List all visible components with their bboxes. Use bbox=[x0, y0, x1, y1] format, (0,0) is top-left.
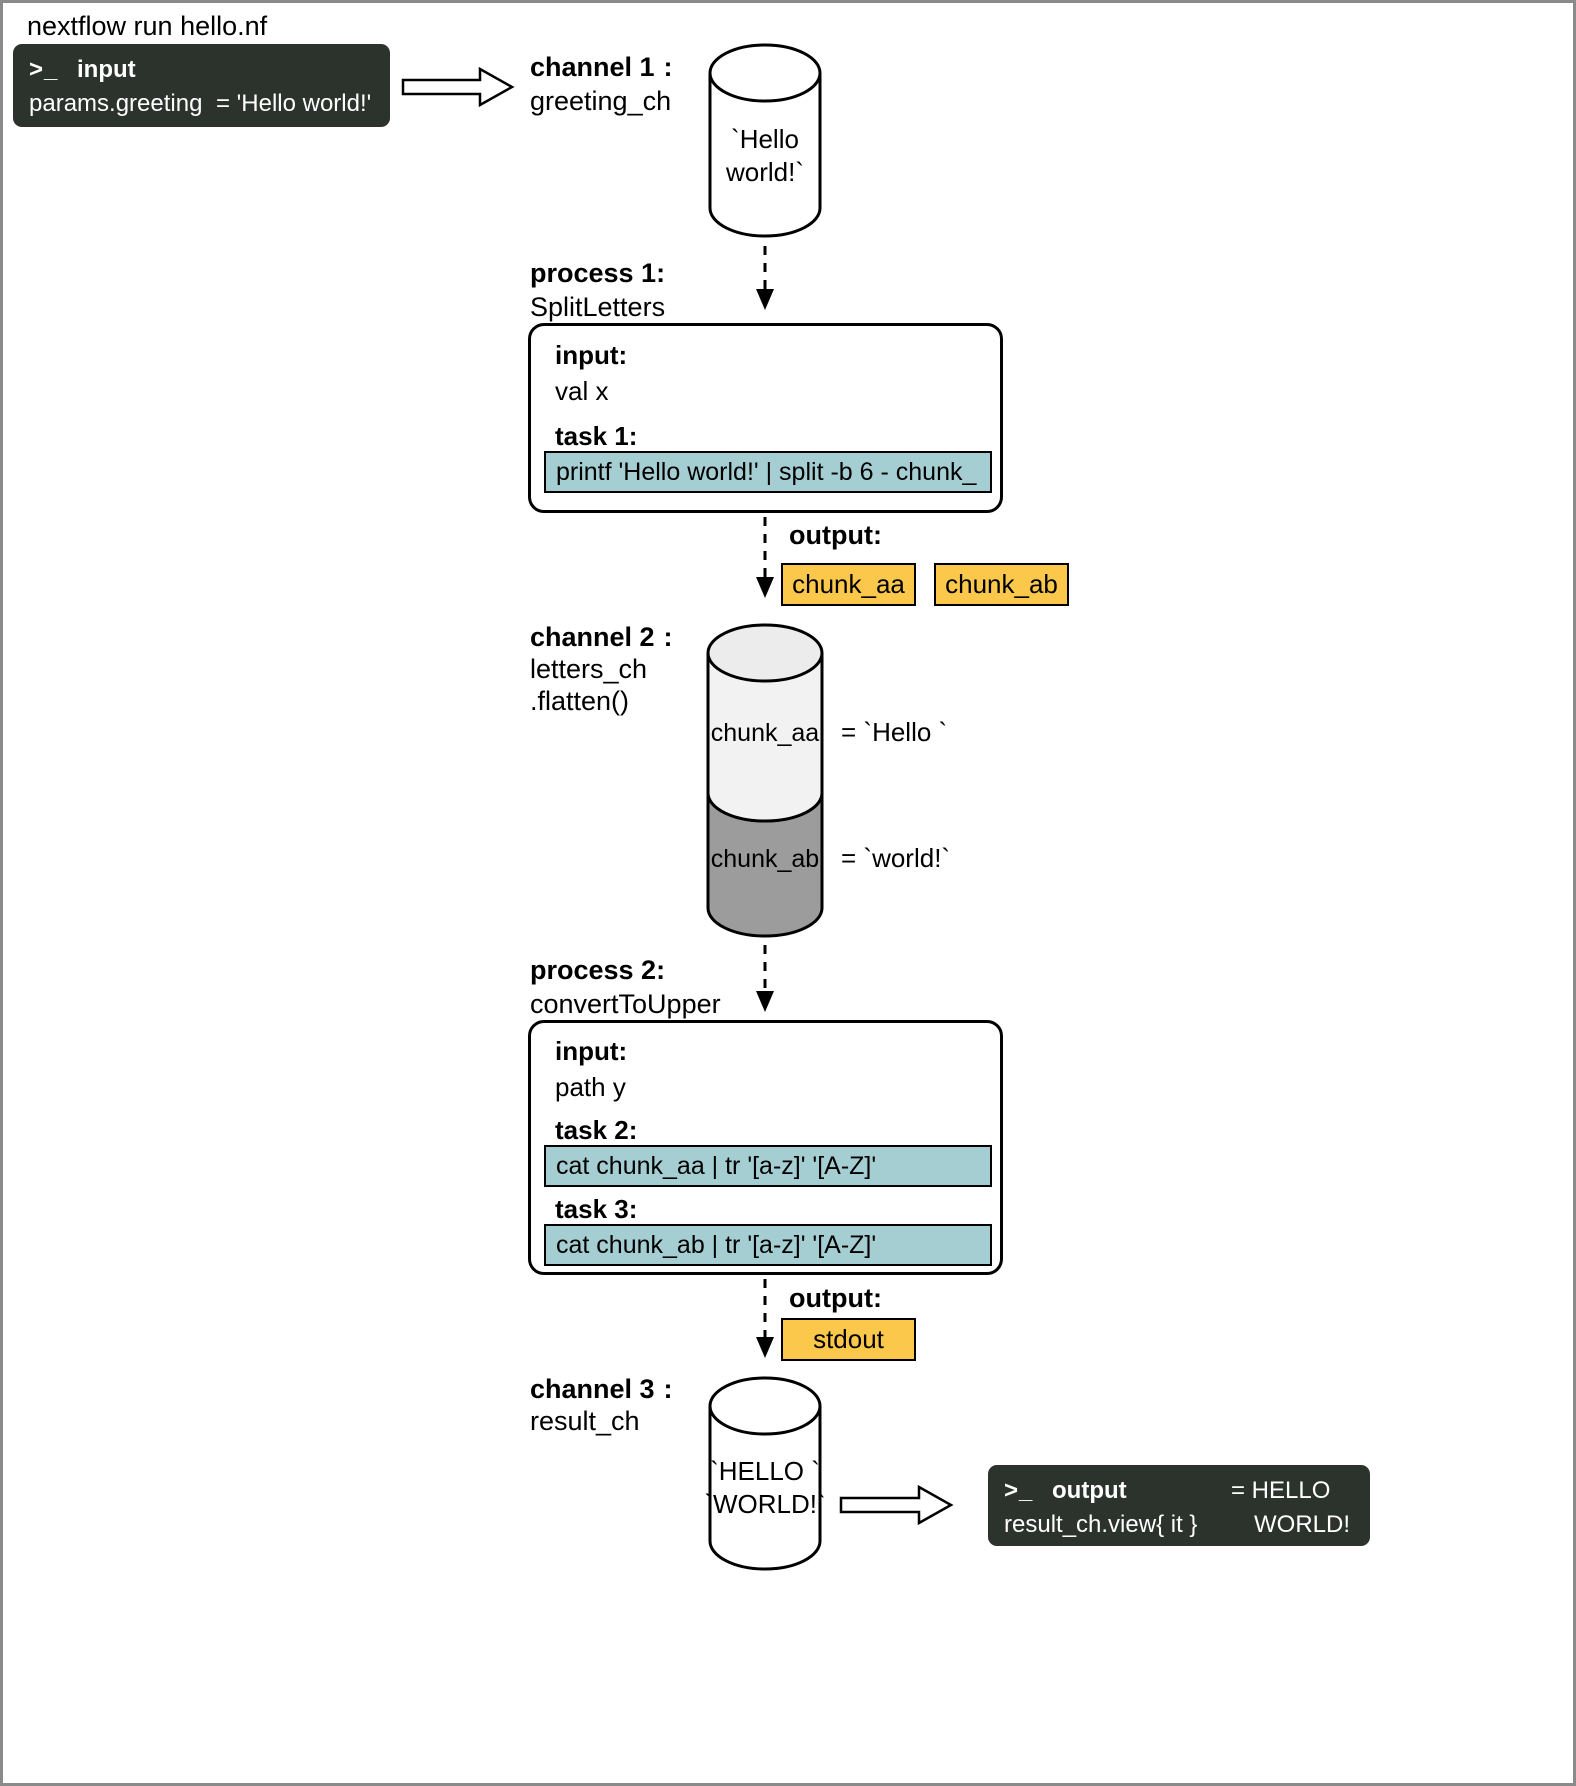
input-terminal-value: = 'Hello world!' bbox=[216, 90, 372, 117]
process1-input-label: input: bbox=[555, 340, 628, 370]
process1-task1-command: printf 'Hello world!' | split -b 6 - chu… bbox=[544, 451, 992, 493]
channel3-content-line2: `WORLD!` bbox=[704, 1489, 826, 1519]
channel2-cylinder-top bbox=[706, 623, 824, 683]
input-terminal-code: params.greeting bbox=[29, 90, 203, 117]
channel3-colon: : bbox=[663, 1374, 673, 1404]
terminal-prompt-icon: >_ bbox=[1004, 1477, 1034, 1504]
channel2-colon: : bbox=[663, 622, 673, 652]
process1-output-label: output: bbox=[789, 520, 882, 550]
process2-name: convertToUpper bbox=[530, 989, 721, 1019]
terminal-prompt-icon: >_ bbox=[29, 56, 59, 83]
flow-diagram-underlay bbox=[401, 43, 954, 1571]
channel1-cylinder-top bbox=[708, 43, 822, 103]
channel1-colon: : bbox=[663, 52, 673, 82]
channel1-content-line1: `Hello bbox=[731, 124, 799, 154]
channel2-item2-name: chunk_ab bbox=[710, 845, 820, 873]
process2-task3-label: task 3: bbox=[555, 1194, 638, 1224]
process2-input-value: path y bbox=[555, 1072, 626, 1102]
process1-input-value: val x bbox=[555, 376, 609, 406]
output-terminal: >_ output = HELLO result_ch.view{ it } W… bbox=[988, 1465, 1370, 1546]
process1-name: SplitLetters bbox=[530, 292, 666, 322]
output-chip-chunk-aa: chunk_aa bbox=[781, 563, 916, 606]
channel2-item1-value: = `Hello ` bbox=[841, 717, 948, 747]
output-flow-arrow bbox=[839, 1484, 954, 1526]
channel2-name: letters_ch bbox=[530, 654, 648, 684]
process2-output-label: output: bbox=[789, 1283, 882, 1313]
output-terminal-code: result_ch.view{ it } bbox=[1004, 1511, 1198, 1538]
input-terminal-title: input bbox=[77, 56, 136, 83]
channel1-label-text: channel 1 bbox=[530, 52, 655, 82]
channel2-label-text: channel 2 bbox=[530, 622, 655, 652]
output-terminal-value-line2: WORLD! bbox=[1254, 1511, 1350, 1538]
output-chip-chunk-ab: chunk_ab bbox=[934, 563, 1069, 606]
channel1-name: greeting_ch bbox=[530, 86, 672, 116]
process2-task3-command: cat chunk_ab | tr '[a-z]' '[A-Z]' bbox=[544, 1224, 992, 1266]
output-terminal-title: output bbox=[1052, 1477, 1127, 1504]
input-terminal: >_ input params.greeting = 'Hello world!… bbox=[13, 44, 390, 127]
channel3-cylinder-body bbox=[708, 1406, 822, 1571]
output-terminal-value-line1: = HELLO bbox=[1231, 1477, 1331, 1504]
channel3-content: `HELLO ` `WORLD!` bbox=[699, 1455, 831, 1521]
process2-box: input: path y task 2: cat chunk_aa | tr … bbox=[528, 1020, 1003, 1275]
channel1-content: `Hello world!` bbox=[703, 123, 827, 189]
process2-label: process 2: bbox=[530, 955, 666, 985]
page-title: nextflow run hello.nf bbox=[27, 11, 268, 41]
process2-input-label: input: bbox=[555, 1036, 628, 1066]
process1-label: process 1: bbox=[530, 258, 666, 288]
channel2-item2-value: = `world!` bbox=[841, 843, 951, 873]
channel3-label: channel 3: bbox=[530, 1374, 673, 1405]
process2-task2-label: task 2: bbox=[555, 1115, 638, 1145]
channel2-cylinder-upper bbox=[706, 653, 824, 823]
output-chip-stdout: stdout bbox=[781, 1318, 916, 1361]
channel1-content-line2: world!` bbox=[725, 157, 804, 187]
channel3-label-text: channel 3 bbox=[530, 1374, 655, 1404]
process1-box: input: val x task 1: printf 'Hello world… bbox=[528, 323, 1003, 513]
channel1-cylinder-body bbox=[708, 73, 822, 238]
channel3-content-line1: `HELLO ` bbox=[710, 1456, 820, 1486]
input-flow-arrow bbox=[401, 66, 515, 108]
channel2-operator: .flatten() bbox=[530, 686, 630, 716]
process1-task1-label: task 1: bbox=[555, 421, 638, 451]
channel2-item1-name: chunk_aa bbox=[710, 719, 820, 747]
process2-task2-command: cat chunk_aa | tr '[a-z]' '[A-Z]' bbox=[544, 1145, 992, 1187]
channel2-label: channel 2: bbox=[530, 622, 673, 653]
channel1-label: channel 1: bbox=[530, 52, 673, 83]
channel3-name: result_ch bbox=[530, 1406, 640, 1436]
channel3-cylinder-top bbox=[708, 1376, 822, 1436]
